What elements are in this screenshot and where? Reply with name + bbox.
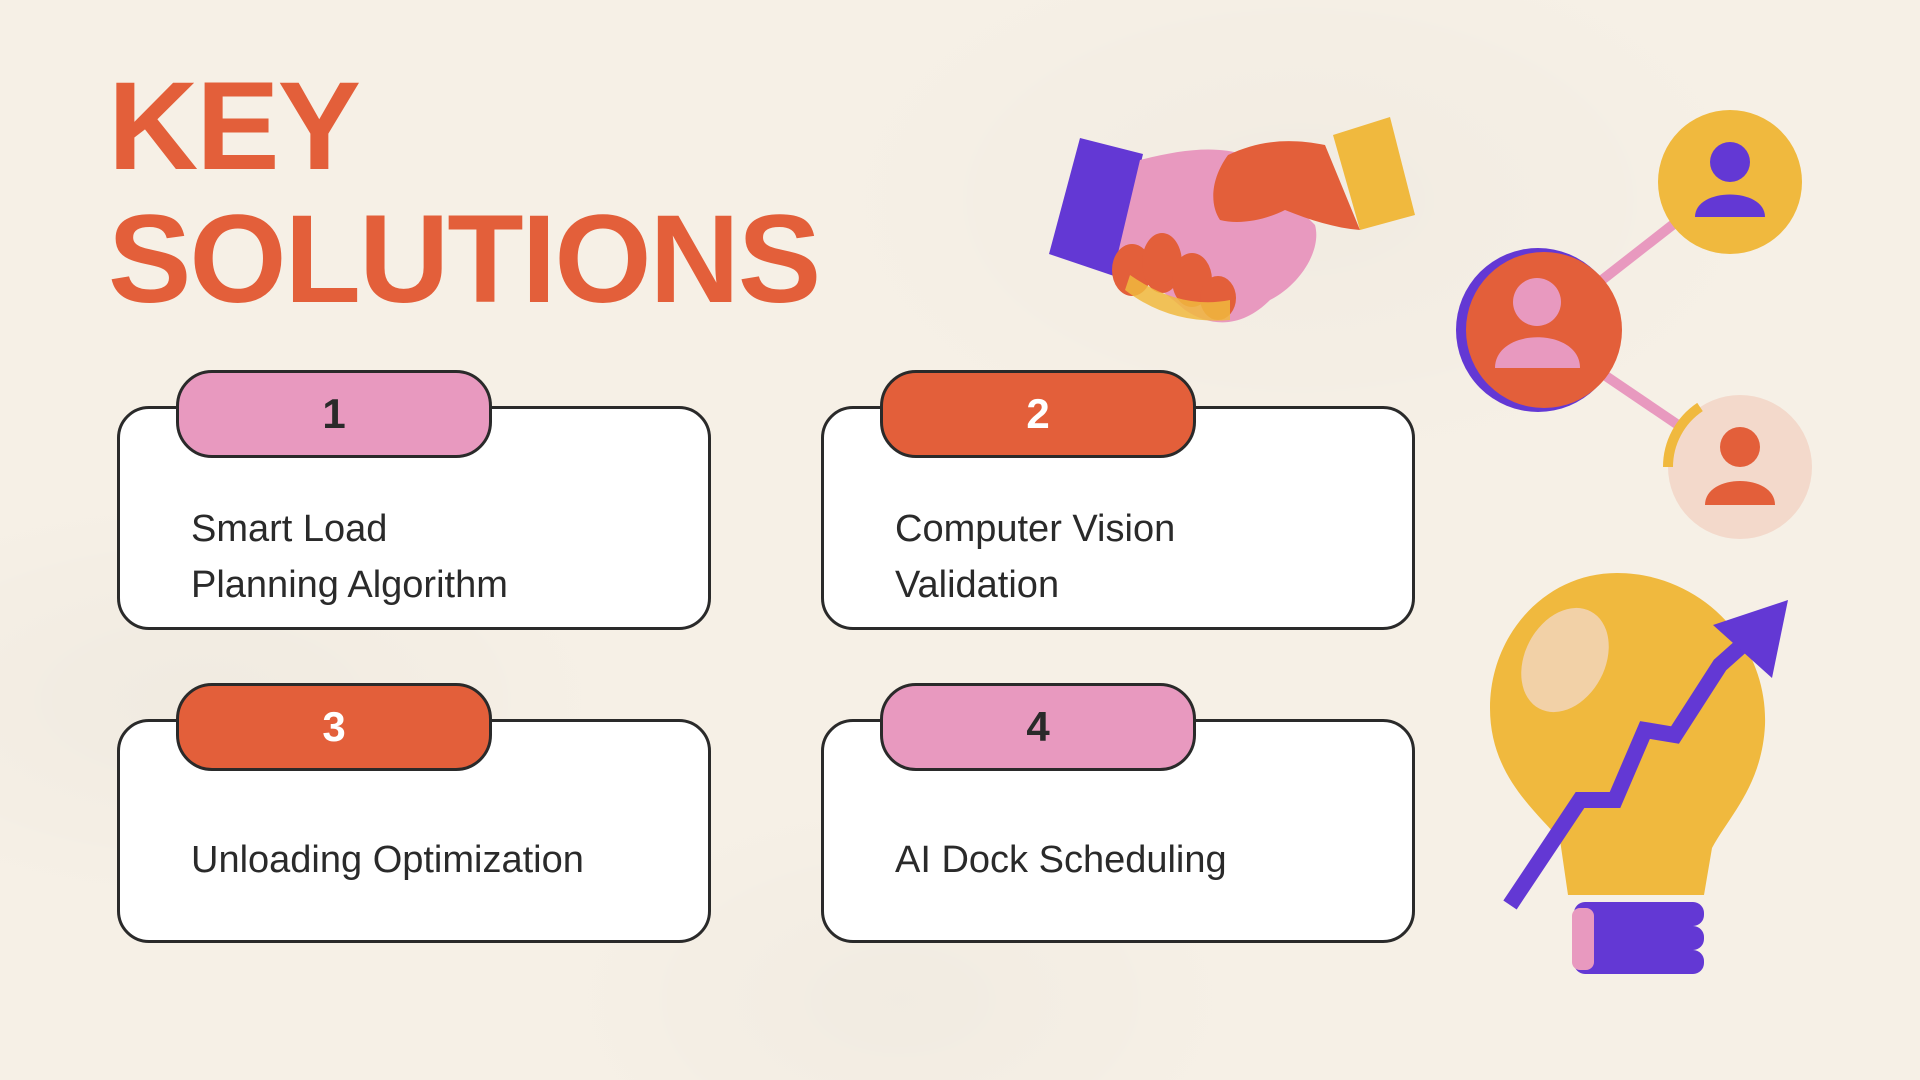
solution-2-number: 2 [1026,390,1050,437]
slide-title: KEY SOLUTIONS [108,57,821,329]
solution-1-line-2: Planning Algorithm [191,564,508,606]
network-node-center [1456,248,1622,412]
handshake-left-cuff [1049,138,1143,276]
solution-4-line-1: AI Dock Scheduling [895,839,1227,881]
solution-2-number-badge: 2 [880,370,1196,458]
handshake-orange-hand [1213,141,1360,230]
growth-arrow-line [1503,634,1754,910]
solution-1-text: Smart Load Planning Algorithm [191,501,678,613]
title-line-2: SOLUTIONS [108,190,821,329]
title-line-1: KEY [108,57,361,196]
handshake-icon [1049,117,1415,323]
network-people-icon [1456,110,1812,539]
handshake-right-cuff [1333,117,1415,230]
solution-4-number: 4 [1026,703,1050,750]
solution-1-number-badge: 1 [176,370,492,458]
solution-3-number: 3 [322,703,346,750]
solution-3-line-1: Unloading Optimization [191,839,584,881]
solution-2-text: Computer Vision Validation [895,501,1382,613]
solution-1-number: 1 [322,390,346,437]
solution-2-line-1: Computer Vision [895,508,1176,550]
network-node-top [1658,110,1802,254]
lightbulb-growth-icon [1490,573,1788,974]
solution-4-text: AI Dock Scheduling [895,832,1382,888]
handshake-fingers [1112,233,1236,321]
solution-4-number-badge: 4 [880,683,1196,771]
solution-1-line-1: Smart Load [191,508,388,550]
lightbulb-highlight [1521,607,1609,713]
network-node-bottom [1662,395,1812,539]
lightbulb-glass [1490,573,1766,895]
lightbulb-base [1572,902,1704,974]
solution-2-line-2: Validation [895,564,1060,606]
solution-3-text: Unloading Optimization [191,832,678,888]
growth-arrow-head [1713,600,1788,678]
solution-3-number-badge: 3 [176,683,492,771]
